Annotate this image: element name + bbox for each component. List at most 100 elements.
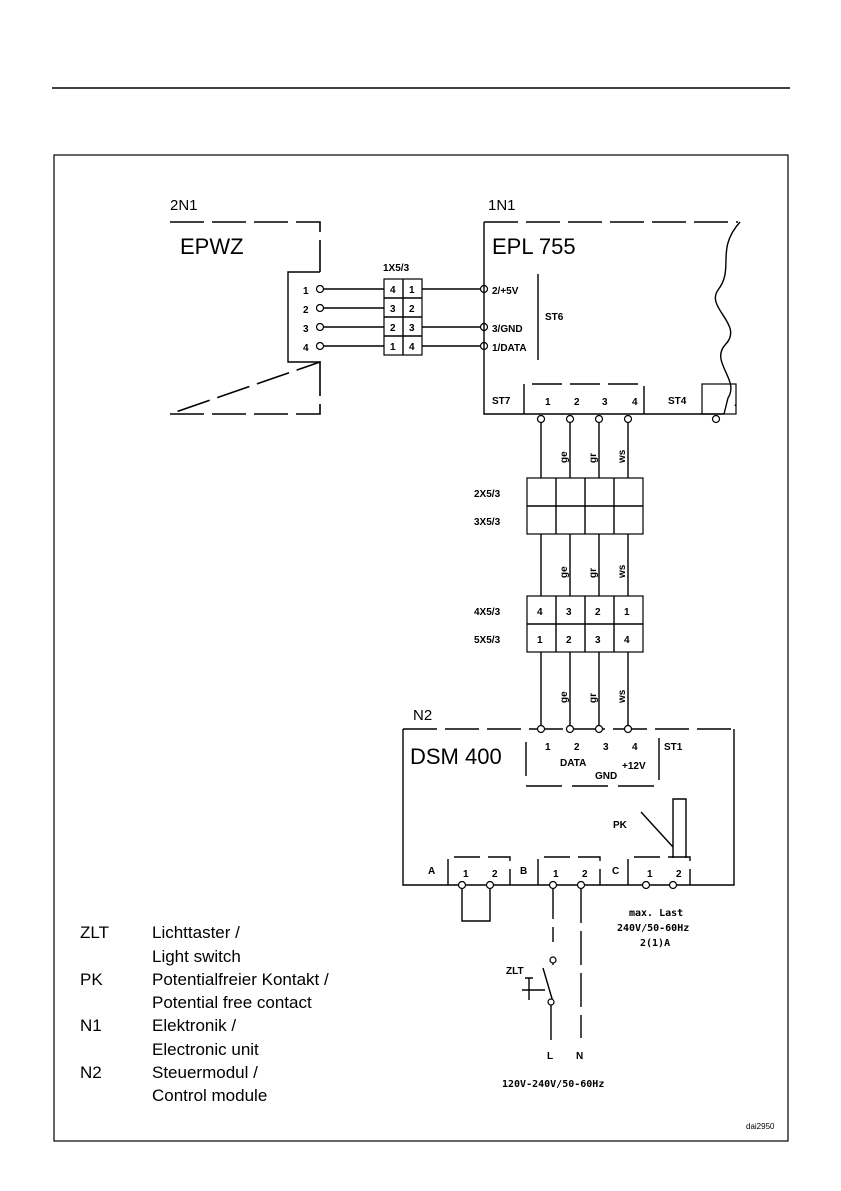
conn4-cell: 1: [537, 635, 543, 646]
st6-label: ST6: [545, 312, 564, 323]
st7-pin: 1: [545, 397, 551, 408]
st1-data: DATA: [560, 758, 586, 769]
x1-cell: 2: [409, 304, 415, 315]
max-load-line: 240V/50-60Hz: [617, 923, 689, 934]
st1-pin: 1: [545, 742, 551, 753]
legend-text: Elektronik /: [152, 1016, 236, 1035]
epwz-pin-2: 2: [303, 305, 309, 316]
x1-cell: 1: [409, 285, 415, 296]
legend-text: Steuermodul /: [152, 1063, 258, 1082]
legend-code: N1: [80, 1016, 102, 1035]
epwz-pin-3: 3: [303, 324, 309, 335]
supply-n: N: [576, 1051, 583, 1062]
st6-pin: 2/+5V: [492, 286, 519, 297]
terminal-pin: 1: [553, 869, 559, 880]
supply-voltage: 120V-240V/50-60Hz: [502, 1079, 604, 1090]
st1-pin: 2: [574, 742, 580, 753]
st6-pin: 3/GND: [492, 324, 523, 335]
conn4-cell: 1: [624, 607, 630, 618]
terminal-pin: 1: [463, 869, 469, 880]
terminal-pin: 1: [647, 869, 653, 880]
legend-text: Light switch: [152, 947, 241, 966]
zlt-label: ZLT: [506, 966, 524, 977]
conn4-cell: 2: [566, 635, 572, 646]
terminal-c-label: C: [612, 866, 619, 877]
st7-label: ST7: [492, 396, 511, 407]
st1-v12: +12V: [622, 761, 646, 772]
legend-text: Electronic unit: [152, 1040, 259, 1059]
connector-1x5-3-label: 1X5/3: [383, 263, 410, 274]
wires-epwz-epl: [315, 284, 489, 351]
terminal-b-label: B: [520, 866, 527, 877]
conn4-cell: 3: [566, 607, 572, 618]
epwz-module: 2N1 EPWZ 1 2 3 4: [169, 197, 321, 415]
supply-l: L: [547, 1051, 553, 1062]
wire-color-tag: gr: [588, 568, 599, 578]
x1-cell: 4: [409, 342, 415, 353]
conn4-cell: 4: [537, 607, 543, 618]
connector-5x5-3-label: 5X5/3: [474, 635, 501, 646]
wire-color-tag: ge: [559, 451, 570, 463]
conn4-cell: 3: [595, 635, 601, 646]
wire-color-tag: ws: [617, 449, 628, 464]
legend-text: Potentialfreier Kontakt /: [152, 970, 329, 989]
legend-code: PK: [80, 970, 103, 989]
wire-color-tag: ws: [617, 564, 628, 579]
epwz-ref: 2N1: [170, 197, 198, 214]
x1-cell: 2: [390, 323, 396, 334]
legend-code: N2: [80, 1063, 102, 1082]
legend: ZLT Lichttaster / Light switch PK Potent…: [80, 923, 329, 1105]
wire-color-tag: ge: [559, 691, 570, 703]
dsm-name: DSM 400: [410, 744, 502, 769]
dsm-module: N2 DSM 400 1 2 3 4 ST1 DATA +12V GND PK …: [402, 707, 735, 922]
x1-cell: 1: [390, 342, 396, 353]
terminal-pin: 2: [582, 869, 588, 880]
max-load-line: max. Last: [629, 908, 683, 919]
legend-text: Control module: [152, 1086, 267, 1105]
st1-pin: 3: [603, 742, 609, 753]
zlt-switch: ZLT L N 120V-240V/50-60Hz: [502, 889, 604, 1090]
wire-color-tag: ws: [617, 689, 628, 704]
epwz-name: EPWZ: [180, 234, 244, 259]
x1-cell: 3: [390, 304, 396, 315]
terminal-a-label: A: [428, 866, 435, 877]
conn4-cell: 4: [624, 635, 630, 646]
max-load-note: max. Last 240V/50-60Hz 2(1)A: [617, 908, 689, 949]
bus-wires: ge gr ws ge gr ws ge gr ws: [536, 414, 633, 729]
epl-ref: 1N1: [488, 197, 516, 214]
epwz-pin-1: 1: [303, 286, 309, 297]
connector-4x5-5x5: 4X5/3 5X5/3 4 3 2 1 1 2 3 4: [474, 595, 644, 653]
st1-pin: 4: [632, 742, 638, 753]
pk-label: PK: [613, 820, 628, 831]
connector-4x5-3-label: 4X5/3: [474, 607, 501, 618]
epl-name: EPL 755: [492, 234, 576, 259]
legend-code: ZLT: [80, 923, 109, 942]
drawing-id: dai2950: [746, 1122, 775, 1131]
st4-pin: .: [734, 398, 737, 409]
connector-2x5-3-label: 2X5/3: [474, 489, 501, 500]
terminal-pin: 2: [676, 869, 682, 880]
diagram-frame: [53, 154, 789, 1142]
connector-3x5-3-label: 3X5/3: [474, 517, 501, 528]
conn4-cell: 2: [595, 607, 601, 618]
wire-color-tag: gr: [588, 693, 599, 703]
x1-cell: 3: [409, 323, 415, 334]
connector-1x5-3: 1X5/3 4 1 3 2 2 3 1 4: [383, 263, 423, 356]
st7-pin: 4: [632, 397, 638, 408]
wire-color-tag: gr: [588, 453, 599, 463]
connector-2x5-3x5: 2X5/3 3X5/3: [474, 477, 644, 535]
legend-text: Potential free contact: [152, 993, 312, 1012]
st1-label: ST1: [664, 742, 683, 753]
terminal-pin: 2: [492, 869, 498, 880]
dsm-ref: N2: [413, 707, 432, 724]
wire-color-tag: ge: [559, 566, 570, 578]
max-load-line: 2(1)A: [640, 938, 670, 949]
st7-pin: 3: [602, 397, 608, 408]
legend-text: Lichttaster /: [152, 923, 240, 942]
st4-label: ST4: [668, 396, 687, 407]
st1-gnd: GND: [595, 771, 617, 782]
x1-cell: 4: [390, 285, 396, 296]
epl-module: 1N1 EPL 755 2/+5V 3/GND 1/DATA ST6 ST7 1…: [483, 197, 741, 424]
st6-pin: 1/DATA: [492, 343, 527, 354]
